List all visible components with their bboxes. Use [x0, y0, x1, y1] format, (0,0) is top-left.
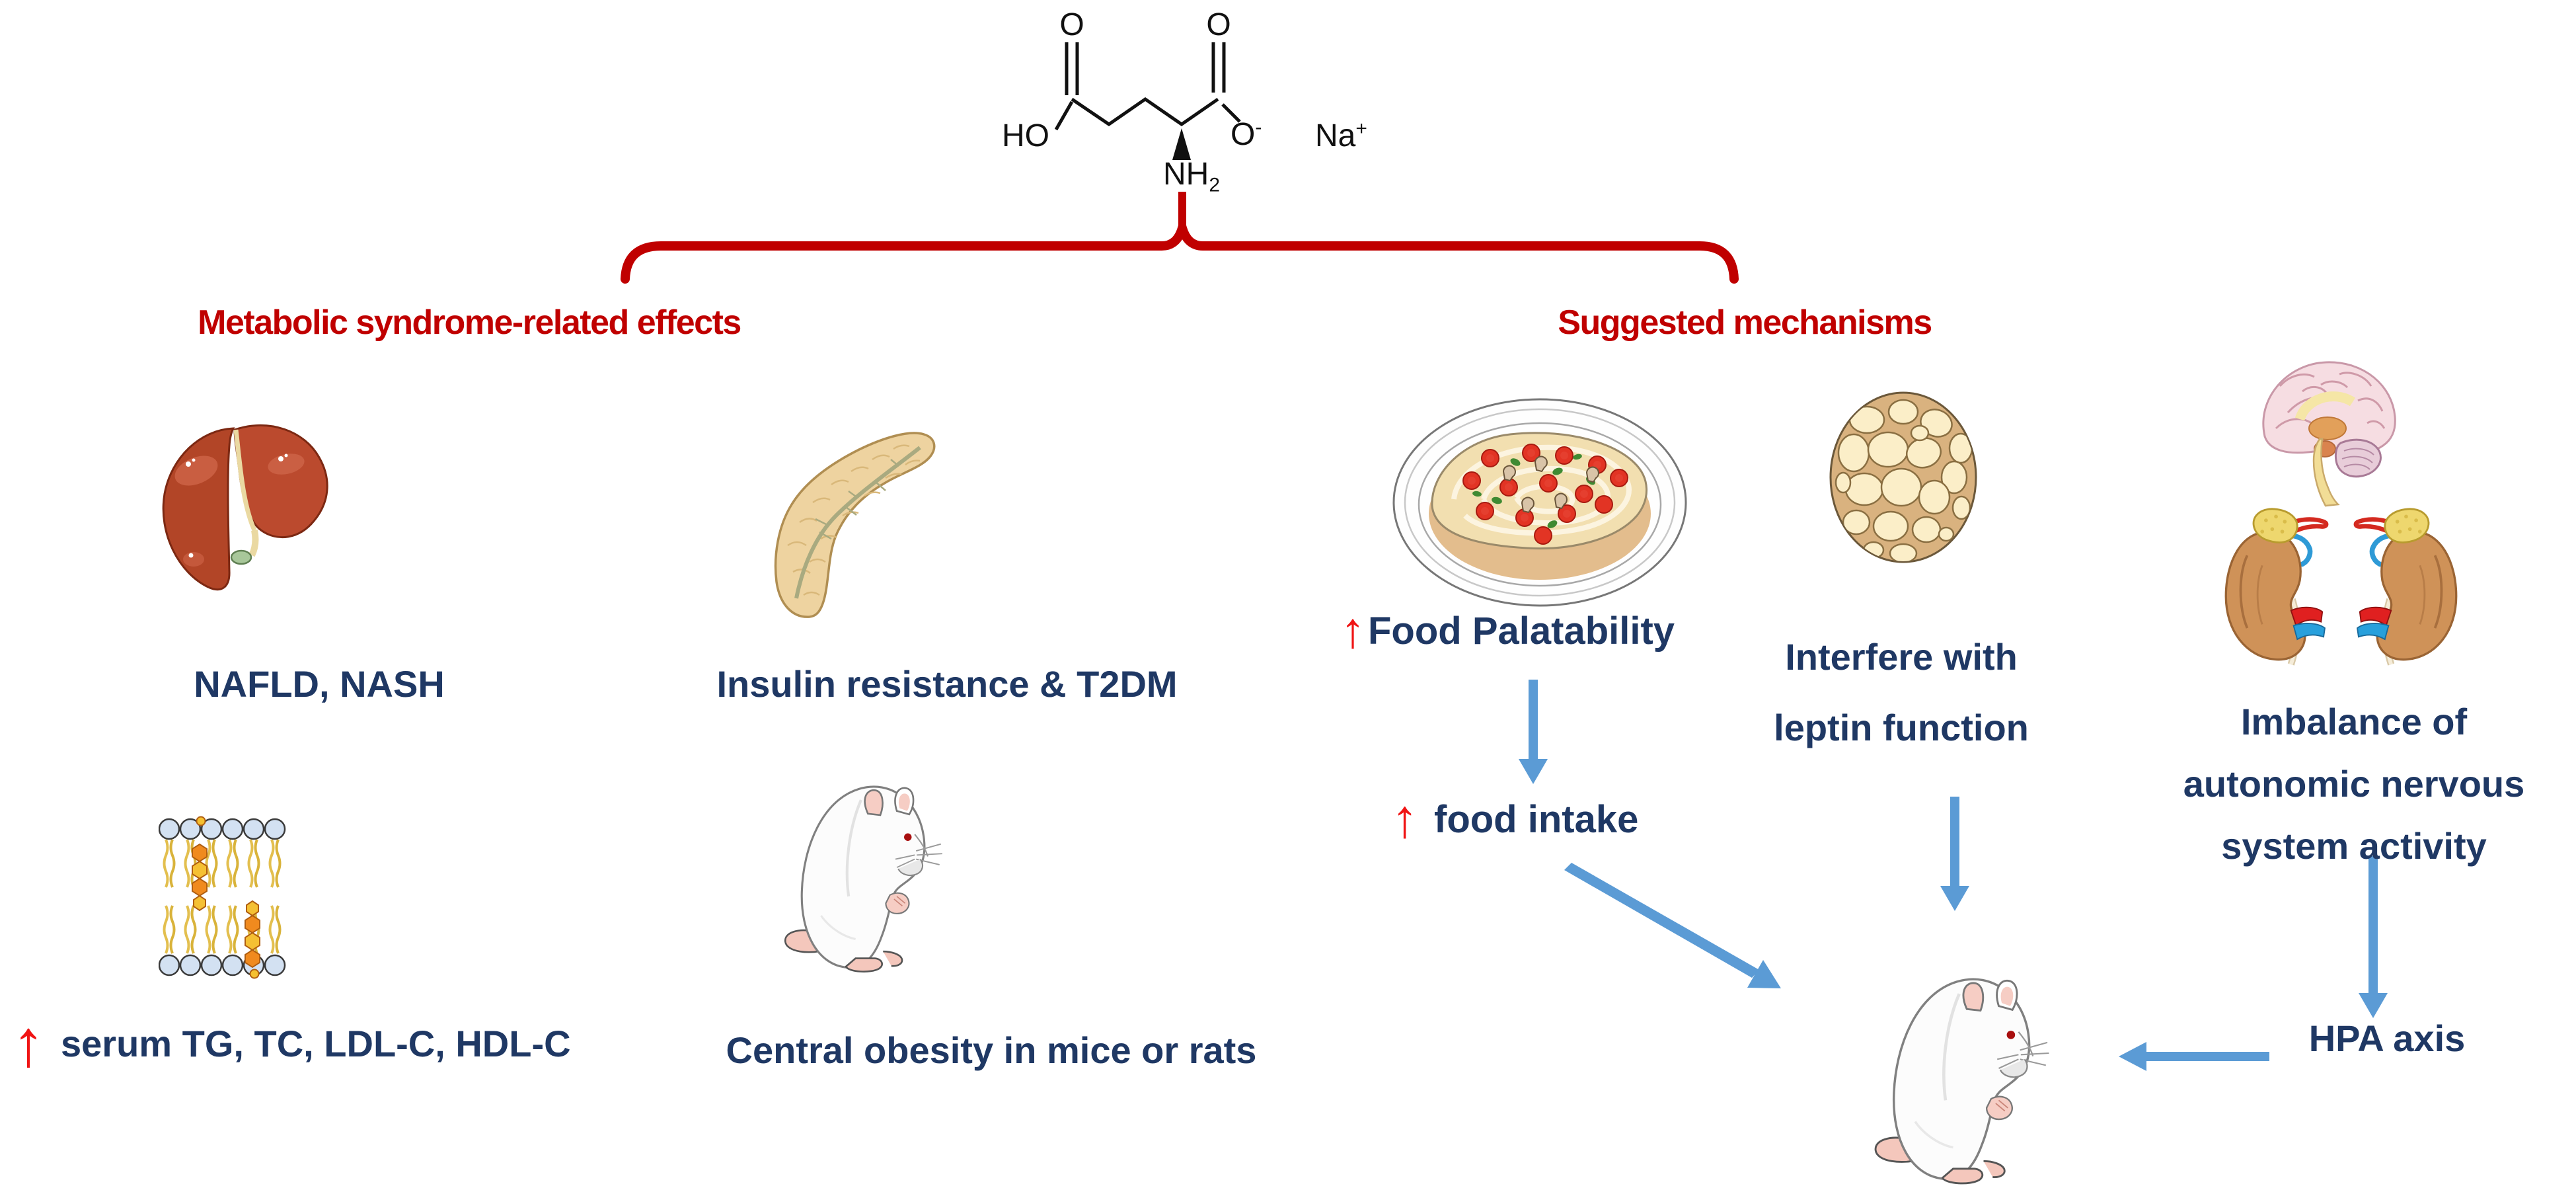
brain-icon — [2262, 361, 2396, 507]
heading-effects: Metabolic syndrome-related effects — [198, 303, 741, 342]
cerebellum — [2334, 438, 2382, 478]
molecule-bonds — [1054, 42, 1241, 131]
label-insulin-t2dm: Insulin resistance & T2DM — [716, 663, 1178, 705]
adipose-tissue-icon — [1829, 391, 1977, 563]
pizza-icon — [1392, 398, 1687, 607]
mushroom-slices — [1502, 456, 1599, 514]
arrow-intake-to-mouse — [1564, 863, 1781, 988]
pancreas-icon — [774, 432, 936, 618]
cholesterol-chain-lower — [245, 900, 260, 979]
mouse-icon — [1852, 962, 2070, 1190]
heading-mechanisms: Suggested mechanisms — [1558, 303, 1932, 342]
atom-label-o-left: O — [1059, 7, 1084, 42]
red-bracket — [621, 212, 1739, 284]
gyri — [2275, 372, 2386, 430]
arrow-palatability-to-intake — [1519, 680, 1548, 784]
atom-label-na: Na+ — [1315, 118, 1367, 153]
corpus-callosum — [2294, 391, 2356, 421]
label-nafld-nash: NAFLD, NASH — [194, 663, 445, 705]
arrow-hpa-to-mouse — [2119, 1042, 2269, 1071]
figure-canvas: HO O O O- Na+ NH2 Metabolic syndrome-rel… — [12, 7, 2525, 1138]
atom-label-o-ion: O- — [1231, 116, 1262, 152]
cholesterol-chain-upper — [192, 816, 208, 912]
label-serum-lipids: ↑ serum TG, TC, LDL-C, HDL-C — [12, 1006, 571, 1080]
label-food-intake: ↑ food intake — [1391, 789, 1639, 849]
thalamus — [2308, 416, 2347, 440]
label-food-palatability: ↑ Food Palatability — [1340, 602, 1675, 658]
gallbladder — [230, 549, 252, 565]
red-up-arrow: ↑ — [1340, 602, 1365, 658]
pancreatic-duct — [794, 446, 921, 599]
atom-label-nh2: NH2 — [1162, 157, 1220, 196]
arrow-leptin-to-mouse — [1940, 797, 1969, 911]
liver-icon — [162, 424, 328, 591]
atom-label-ho: HO — [1002, 118, 1049, 153]
arrow-ans-to-hpa — [2359, 856, 2388, 1018]
phospholipid-heads — [159, 818, 286, 976]
atom-label-o-right: O — [1206, 7, 1231, 42]
label-leptin: Interfere with leptin function — [1774, 636, 2029, 748]
mouse-icon — [780, 767, 945, 982]
connector-arrows-layer — [621, 42, 2388, 1071]
tomato-slices — [1462, 444, 1628, 545]
brainstem — [2312, 438, 2340, 507]
label-central-obesity: Central obesity in mice or rats — [726, 1029, 1257, 1071]
red-up-arrow: ↑ — [12, 1006, 45, 1080]
wedge-bond — [1172, 128, 1191, 160]
adipocytes — [1835, 399, 1973, 561]
kidneys-adrenal-icon — [2217, 501, 2465, 673]
falciform-ligament — [233, 429, 257, 532]
red-up-arrow: ↑ — [1391, 789, 1418, 849]
lipid-bilayer-icon — [159, 816, 286, 979]
label-ans-imbalance: Imbalance of autonomic nervous system ac… — [2183, 701, 2525, 867]
label-hpa-axis: HPA axis — [2308, 1017, 2466, 1059]
